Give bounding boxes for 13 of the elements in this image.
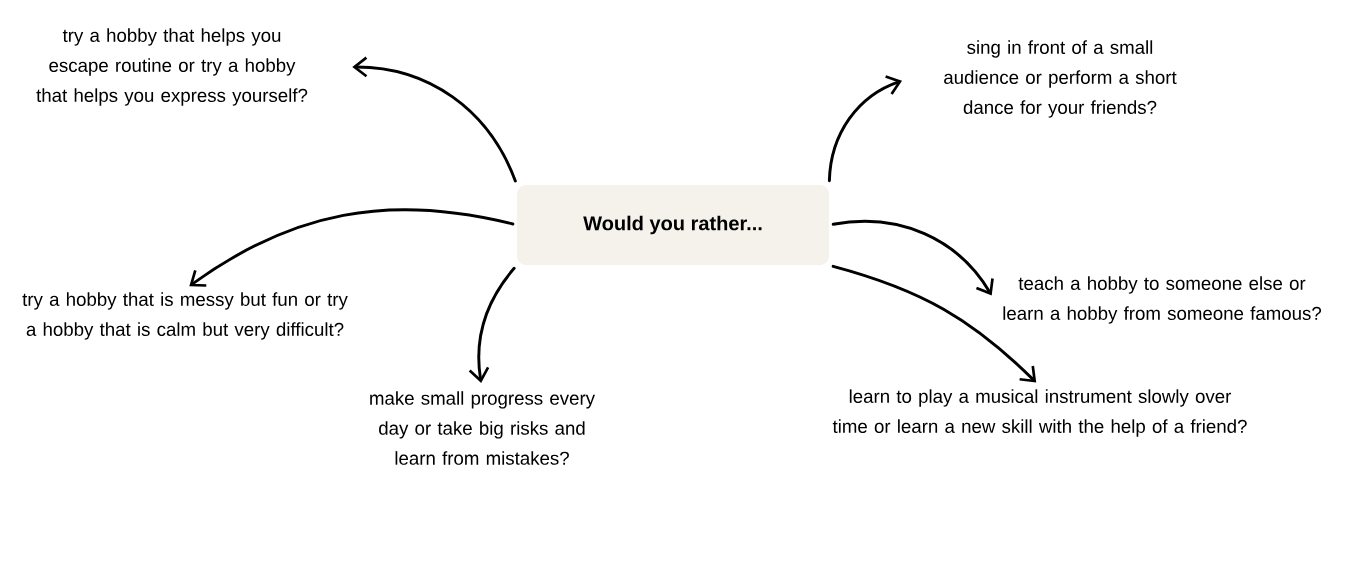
question-text: try a hobby that is messy but fun or try a hobby that is calm but very difficult? <box>22 292 348 340</box>
question-text: teach a hobby to someone else or learn a hobby from someone famous? <box>1003 276 1322 324</box>
question-text: sing in front of a small audience or perform a short dance for your friends? <box>944 40 1177 118</box>
arrow <box>831 264 1037 383</box>
question-box: Would you rather... <box>517 185 829 265</box>
question-text: try a hobby that helps you escape routine or try a hobby that helps you express yourself? <box>36 28 308 106</box>
arrow <box>831 219 994 296</box>
question-text: learn to play a musical instrument slowly over time or learn a new skill with the help of a friend? <box>832 389 1247 437</box>
arrow <box>827 75 903 183</box>
arrow <box>468 266 516 383</box>
arrow <box>352 56 517 183</box>
question-text: make small progress every day or take big risks and learn from mistakes? <box>370 391 595 465</box>
arrow <box>189 208 515 287</box>
